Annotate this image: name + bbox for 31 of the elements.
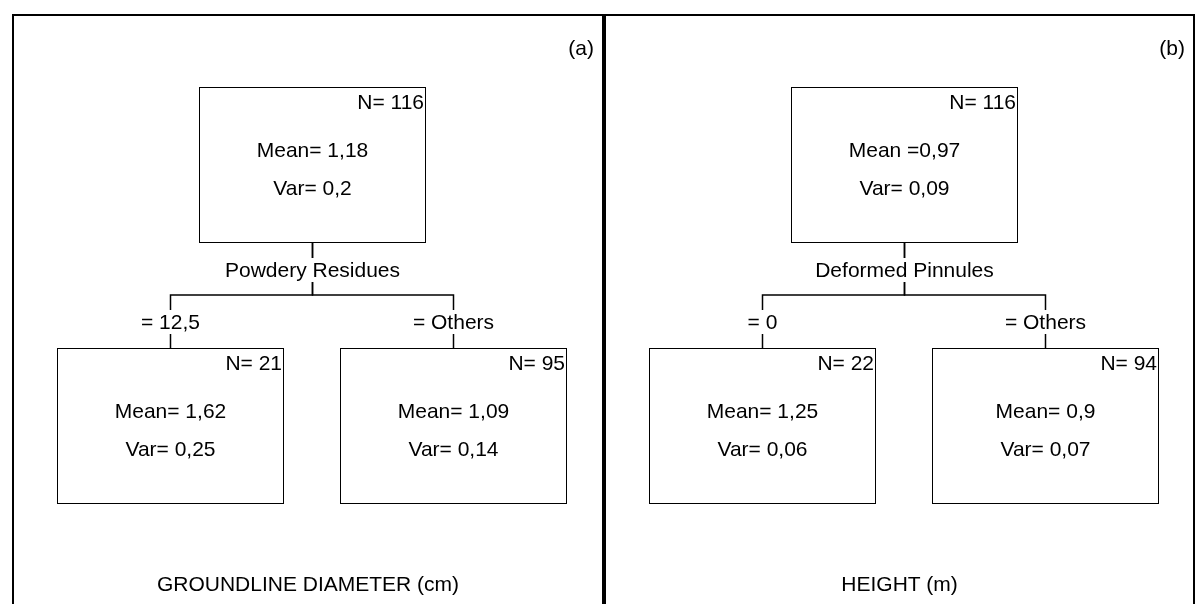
tree-node-box [340,348,567,504]
sample-count: N= 94 [1100,351,1157,375]
mean-value: Mean= 1,18 [255,138,370,162]
mean-value: Mean= 1,25 [705,399,820,423]
variance-value: Var= 0,25 [124,437,217,461]
sample-count: N= 22 [817,351,874,375]
panel-title: GROUNDLINE DIAMETER (cm) [155,572,461,596]
sample-count: N= 116 [949,90,1016,114]
mean-value: Mean= 1,62 [113,399,228,423]
mean-value: Mean= 0,9 [994,399,1097,423]
variance-value: Var= 0,09 [858,176,951,200]
sample-count: N= 95 [508,351,565,375]
tree-node-box [932,348,1159,504]
sample-count: N= 116 [357,90,424,114]
tree-node-box [199,87,426,243]
sample-count: N= 21 [225,351,282,375]
edge-label: = 0 [745,309,780,334]
mean-value: Mean= 1,09 [396,399,511,423]
variance-value: Var= 0,14 [407,437,500,461]
panel-letter: (b) [1159,36,1185,60]
panel-title: HEIGHT (m) [840,572,959,596]
variance-value: Var= 0,06 [716,437,809,461]
variance-value: Var= 0,07 [999,437,1092,461]
tree-node-box [57,348,284,504]
tree-node-box [791,87,1018,243]
split-variable: Deformed Pinnules [813,258,996,282]
variance-value: Var= 0,2 [272,176,353,200]
edge-label: = 12,5 [139,309,202,334]
mean-value: Mean =0,97 [847,138,962,162]
tree-node-box [649,348,876,504]
panel-letter: (a) [568,36,594,60]
